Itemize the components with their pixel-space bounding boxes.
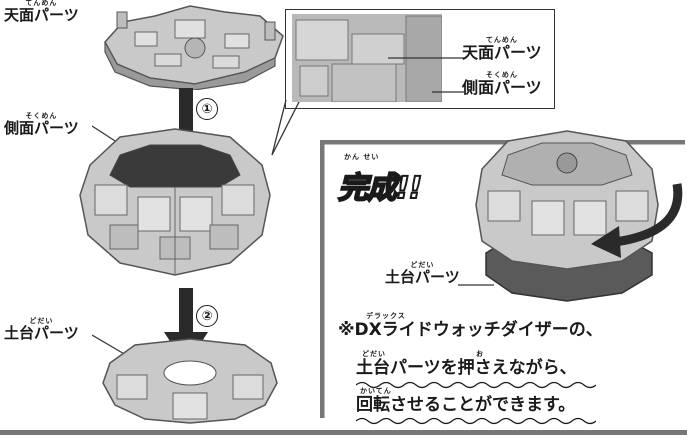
inset-leader-lines (388, 57, 464, 93)
step-two-number: ② (196, 305, 218, 327)
complete-ruby: かん せい (344, 153, 380, 161)
base-part-image (102, 338, 278, 424)
base-right-leader (458, 284, 494, 286)
inset-top-part-label: てんめん 天面パーツ (462, 36, 542, 62)
note-line-1: デラックス ※DXライドウォッチダイザーの、 (338, 312, 603, 340)
note-line-3: かいてん 回転させることができます。 (356, 387, 576, 415)
closeup-callout-lines (271, 100, 301, 156)
bottom-rule (0, 430, 687, 435)
wavy-underline (356, 417, 596, 425)
note-line-2: どだい お 土台パーツを押さえながら、 (356, 350, 577, 378)
wavy-underline (356, 381, 596, 389)
rotate-arrow-icon (591, 183, 683, 258)
base-label-leader (92, 334, 127, 356)
base-part-label: どだい 土台パーツ (4, 317, 79, 342)
side-part-image (79, 128, 271, 276)
complete-title: 完成!! (337, 170, 423, 207)
base-part-label-right: どだい 土台パーツ (385, 261, 460, 286)
side-part-label: そくめん 側面パーツ (4, 112, 79, 137)
top-part-label: てんめん 天面パーツ (4, 0, 79, 24)
top-part-image (104, 5, 284, 90)
inset-side-part-label: そくめん 側面パーツ (462, 71, 542, 97)
step-one-number: ① (196, 98, 218, 120)
